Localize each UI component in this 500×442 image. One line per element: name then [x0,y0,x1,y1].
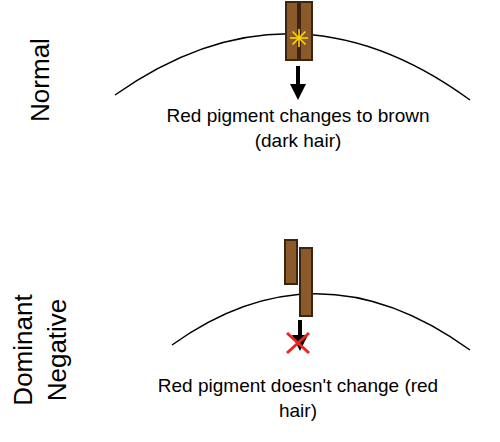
row-label: Normal [23,10,57,150]
outcome-text: Red pigment doesn't change (red hair) [148,373,448,423]
label-text: Red pigment changes to brown (dark hair) [167,105,430,151]
label-text: Red pigment doesn't change (red hair) [158,375,438,421]
row-label: Dominant Negative [6,280,74,420]
receptor-subunit [286,2,298,60]
activation-star [290,29,308,47]
receptor-subunit [285,240,297,284]
block-cross [287,333,309,353]
receptor-subunit [300,248,312,316]
label-text: Dominant Negative [8,294,72,405]
outcome-text: Red pigment changes to brown (dark hair) [148,103,448,153]
label-text: Normal [25,38,55,122]
signal-arrow [296,66,300,92]
receptor-subunit [300,2,312,60]
cell-membrane [172,294,470,350]
